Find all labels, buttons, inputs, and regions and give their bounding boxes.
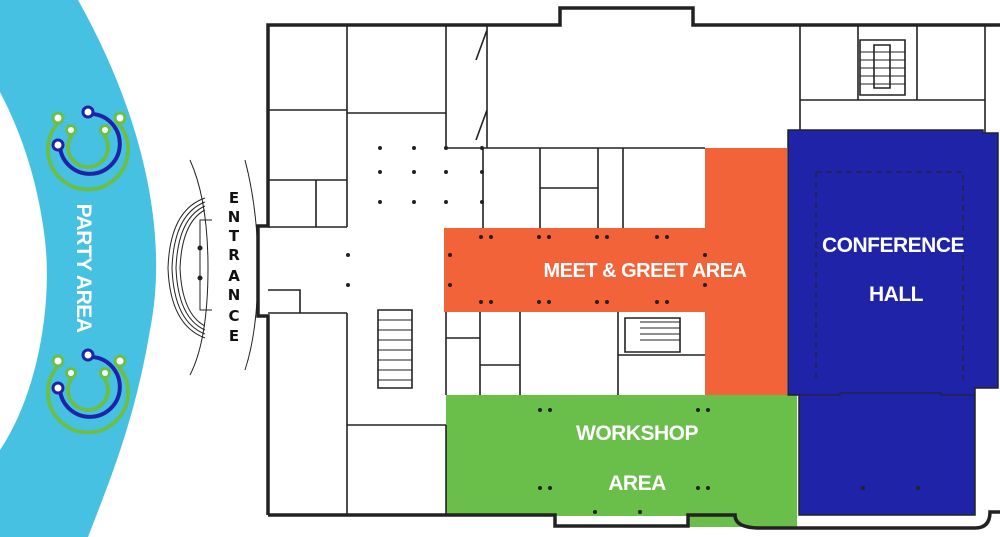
svg-text:N: N — [228, 286, 241, 304]
column-dot — [696, 408, 700, 412]
workshop-label-line2: AREA — [608, 472, 666, 495]
column-dot — [547, 300, 551, 304]
column-dot — [444, 200, 448, 204]
logo-icon — [46, 105, 130, 192]
column-dot — [595, 235, 599, 239]
conference-label-line2: HALL — [869, 283, 924, 306]
workshop-area[interactable] — [446, 395, 797, 527]
svg-text:N: N — [228, 208, 241, 226]
entrance-canopy — [167, 159, 259, 376]
column-dot — [861, 486, 865, 490]
column-dot — [412, 170, 416, 174]
column-dot — [537, 235, 541, 239]
svg-text:E: E — [229, 189, 239, 207]
column-dot — [916, 486, 920, 490]
column-dot — [605, 300, 609, 304]
column-dot — [479, 300, 483, 304]
column-dot — [547, 235, 551, 239]
column-dot — [448, 253, 452, 257]
meet-greet-label: MEET & GREET AREA — [544, 260, 747, 282]
svg-text:A: A — [228, 267, 240, 285]
column-dot — [655, 235, 659, 239]
columns — [346, 146, 920, 514]
column-dot — [489, 300, 493, 304]
conference-label-line1: CONFERENCE — [822, 234, 965, 257]
column-dot — [378, 146, 382, 150]
svg-text:E: E — [229, 327, 239, 345]
conference-hall[interactable] — [787, 129, 999, 516]
column-dot — [538, 486, 542, 490]
column-dot — [706, 486, 710, 490]
column-dot — [489, 235, 493, 239]
column-dot — [444, 146, 448, 150]
column-dot — [538, 408, 542, 412]
svg-text:C: C — [228, 307, 239, 325]
column-dot — [346, 253, 350, 257]
column-dot — [480, 170, 484, 174]
column-dot — [703, 253, 707, 257]
column-dot — [665, 300, 669, 304]
entrance-label: E N T R A N C E — [228, 189, 241, 345]
column-dot — [378, 200, 382, 204]
column-dot — [548, 408, 552, 412]
column-dot — [696, 486, 700, 490]
svg-text:R: R — [228, 246, 240, 264]
column-dot — [412, 146, 416, 150]
column-dot — [706, 408, 710, 412]
logo-icon — [46, 348, 130, 435]
column-dot — [703, 283, 707, 287]
column-dot — [480, 146, 484, 150]
workshop-label-line1: WORKSHOP — [576, 422, 698, 445]
column-dot — [480, 200, 484, 204]
column-dot — [378, 170, 382, 174]
column-dot — [638, 510, 642, 514]
column-dot — [479, 235, 483, 239]
column-dot — [548, 486, 552, 490]
column-dot — [444, 170, 448, 174]
svg-text:T: T — [229, 227, 240, 245]
meet-greet-area[interactable] — [444, 148, 787, 395]
column-dot — [595, 300, 599, 304]
column-dot — [346, 283, 350, 287]
column-dot — [412, 200, 416, 204]
column-dot — [655, 300, 659, 304]
column-dot — [448, 283, 452, 287]
column-dot — [593, 510, 597, 514]
column-dot — [537, 300, 541, 304]
party-area-label: PARTY AREA — [72, 204, 95, 333]
column-dot — [605, 235, 609, 239]
column-dot — [665, 235, 669, 239]
